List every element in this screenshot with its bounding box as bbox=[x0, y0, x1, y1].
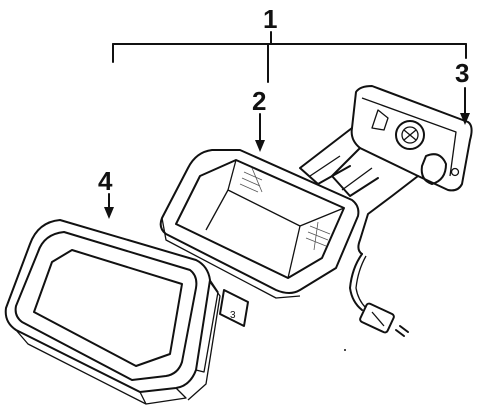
callout-3: 3 bbox=[455, 58, 469, 88]
callout-4: 4 bbox=[98, 166, 113, 196]
connector-mark: 3 bbox=[230, 310, 236, 321]
dot-mark bbox=[344, 349, 346, 351]
callout-1: 1 bbox=[263, 4, 277, 34]
leader-arrow-4 bbox=[104, 193, 114, 219]
lamp-housing-part-3 bbox=[299, 85, 473, 255]
leader-bracket bbox=[112, 31, 467, 83]
lens-bezel-part-4 bbox=[4, 219, 221, 405]
wiring-harness bbox=[349, 253, 409, 337]
leader-arrow-3 bbox=[460, 87, 470, 125]
callout-2: 2 bbox=[252, 86, 266, 116]
lens-body-part-2: 3 bbox=[159, 149, 360, 327]
leader-arrow-2 bbox=[255, 113, 265, 152]
